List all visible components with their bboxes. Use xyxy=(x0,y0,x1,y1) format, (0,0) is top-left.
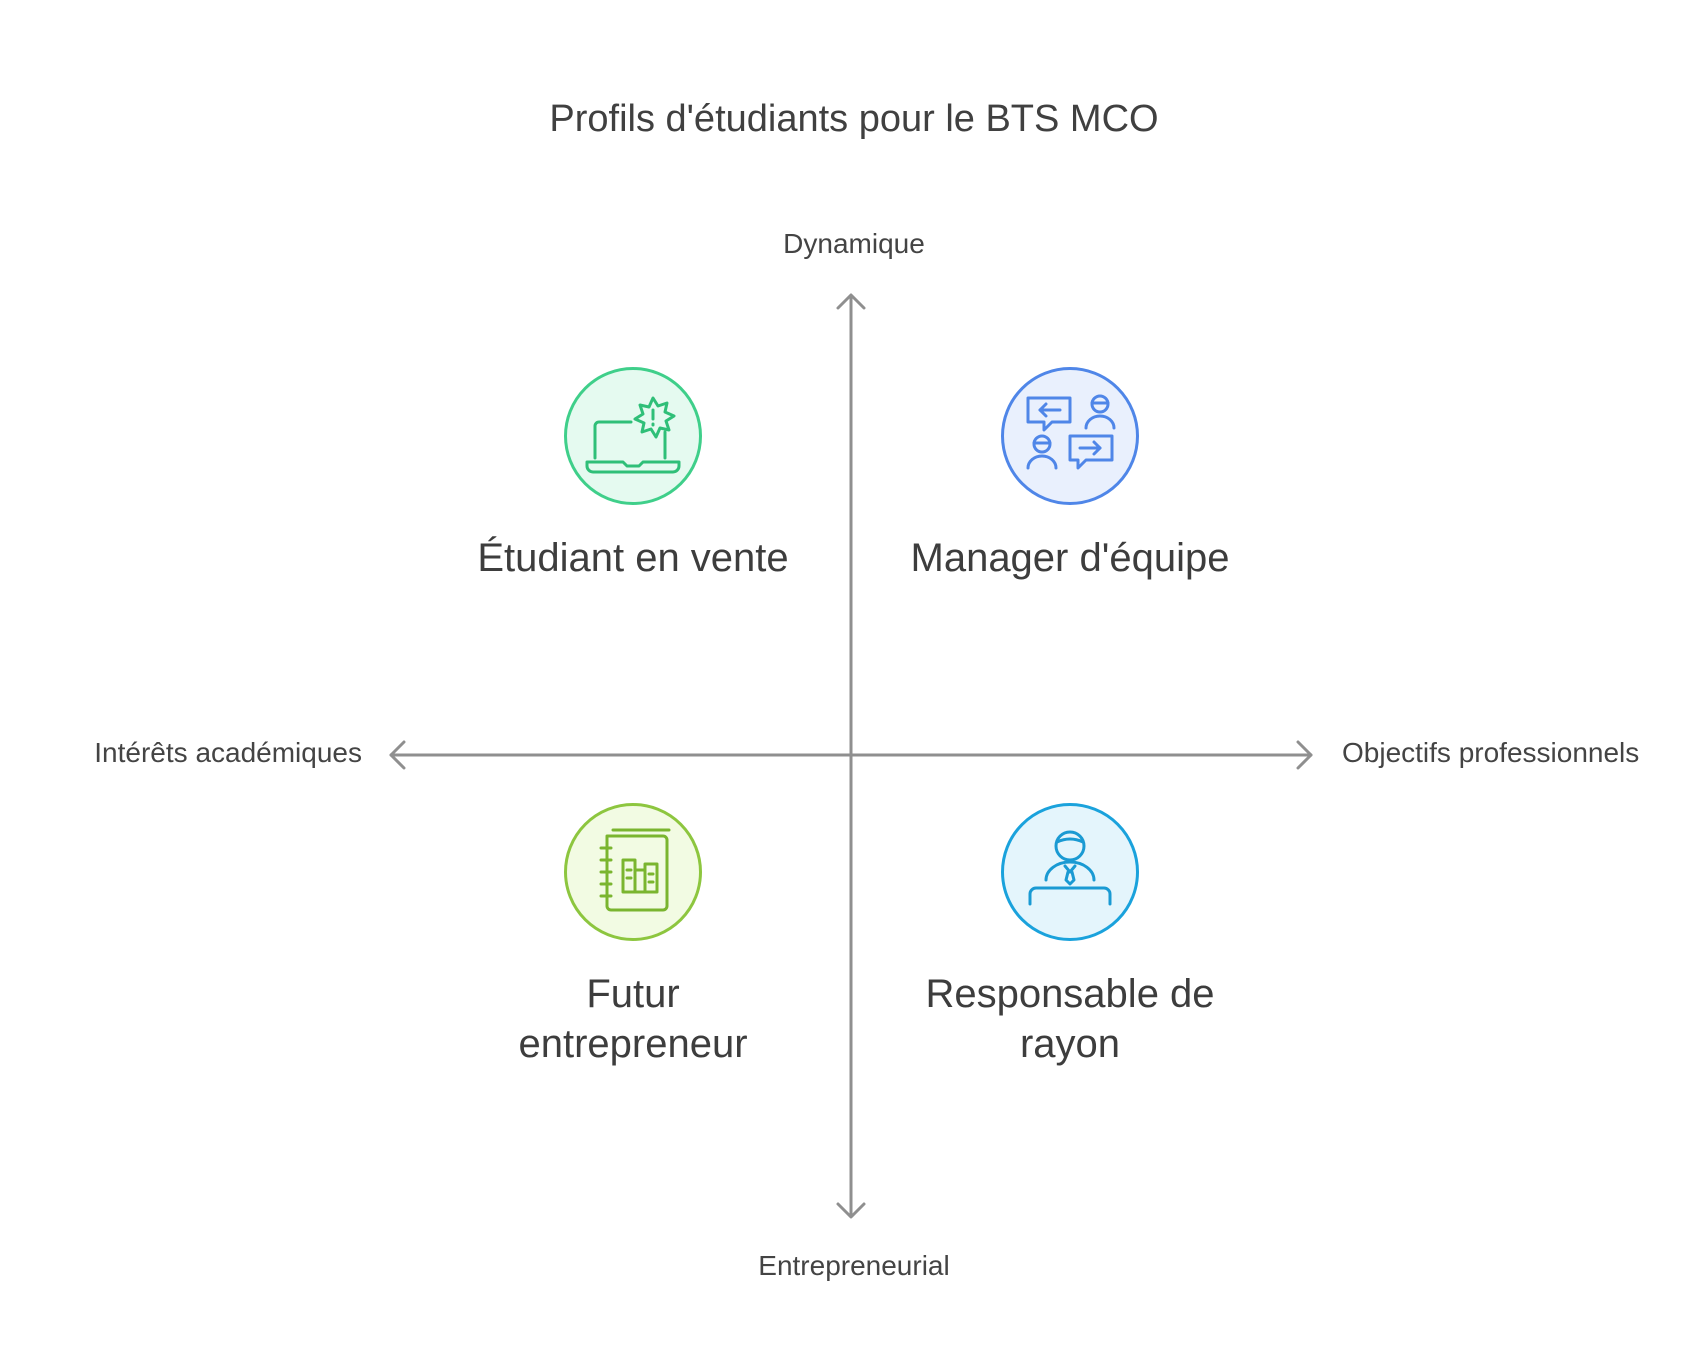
quadrant-icon-circle xyxy=(564,367,702,505)
quadrant-top-right: Manager d'équipe xyxy=(850,367,1290,583)
arrow-left xyxy=(389,740,406,770)
quadrant-label: Responsable de rayon xyxy=(925,972,1215,1066)
axis-label-right: Objectifs professionnels xyxy=(1342,737,1640,768)
laptop-alert-icon xyxy=(585,396,681,474)
notebook-plan-icon xyxy=(599,828,671,912)
quadrant-label: Futur entrepreneur xyxy=(518,972,748,1066)
axis-label-left: Intérêts académiques xyxy=(94,737,362,768)
axis-label-top: Dynamique xyxy=(783,228,925,259)
quadrant-label: Étudiant en vente xyxy=(477,536,789,580)
quadrant-icon-circle xyxy=(1001,367,1139,505)
arrow-down xyxy=(836,1202,866,1219)
quadrant-bottom-right: Responsable de rayon xyxy=(850,803,1290,1069)
diagram-title: Profils d'étudiants pour le BTS MCO xyxy=(549,98,1159,140)
quadrant-label: Manager d'équipe xyxy=(910,536,1230,580)
quadrant-top-left: Étudiant en vente xyxy=(413,367,853,583)
arrow-right xyxy=(1296,740,1313,770)
person-desk-icon xyxy=(1028,830,1112,906)
quadrant-bottom-left: Futur entrepreneur xyxy=(413,803,853,1069)
quadrant-icon-circle xyxy=(564,803,702,941)
axis-label-bottom: Entrepreneurial xyxy=(758,1250,950,1281)
arrow-up xyxy=(836,293,866,310)
quadrant-icon-circle xyxy=(1001,803,1139,941)
team-conversation-icon xyxy=(1026,394,1116,470)
